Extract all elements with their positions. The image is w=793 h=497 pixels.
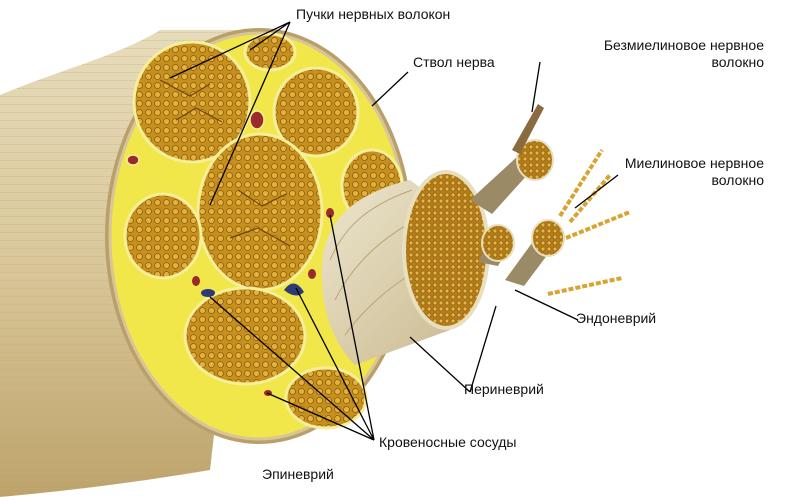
fascicle	[198, 134, 322, 290]
label-unmyelinated-fiber: Безмиелиновое нервное волокно	[548, 37, 764, 71]
label-unmyelinated-line2: волокно	[711, 54, 764, 70]
nerve-fibers	[470, 104, 630, 294]
vessel	[192, 276, 200, 286]
label-nerve-trunk: Ствол нерва	[413, 54, 495, 71]
label-endoneurium: Эндоневрий	[576, 310, 656, 327]
label-epineurium: Эпиневрий	[262, 466, 334, 483]
vessel	[250, 111, 264, 129]
label-blood-vessels: Кровеносные сосуды	[379, 434, 517, 451]
vessel	[308, 269, 316, 279]
fiber-bundle	[482, 225, 514, 261]
label-myelinated-fiber: Миелиновое нервное волокно	[604, 155, 764, 189]
label-myelinated-line1: Миелиновое нервное	[625, 155, 764, 171]
label-perineurium: Периневрий	[464, 381, 544, 398]
fascicle	[125, 194, 201, 278]
label-nerve-fiber-bundles: Пучки нервных волокон	[296, 6, 450, 23]
fiber-bundle	[532, 220, 564, 256]
vessel	[201, 289, 215, 297]
label-unmyelinated-line1: Безмиелиновое нервное	[604, 37, 764, 53]
vessel	[127, 155, 139, 165]
fascicle	[185, 288, 305, 384]
label-myelinated-line2: волокно	[711, 172, 764, 188]
